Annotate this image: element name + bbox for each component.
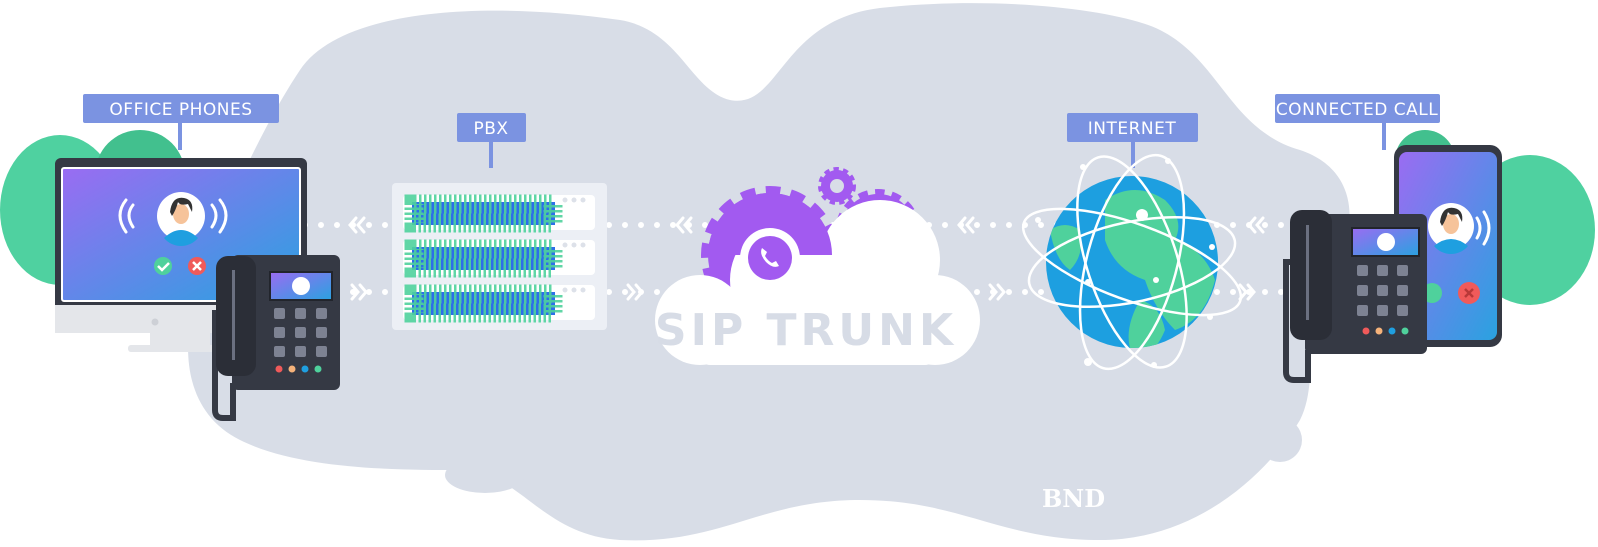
avatar-icon (1428, 203, 1474, 255)
globe-icon (1021, 153, 1243, 371)
phone-icon (761, 248, 779, 267)
desk-phone-right (1283, 210, 1427, 383)
x-icon (1464, 288, 1474, 298)
pbx-server (392, 183, 607, 330)
background-blob-bubble (1258, 418, 1302, 462)
background-blob-bubble (445, 457, 525, 493)
sip-trunk-label: SIP TRUNK (655, 305, 957, 356)
desk-phone-left (212, 255, 340, 421)
check-icon (157, 262, 170, 272)
svg-text:OFFICE PHONES: OFFICE PHONES (109, 100, 252, 120)
bnd-logo: BND (1042, 484, 1105, 513)
avatar-icon (292, 277, 310, 295)
x-icon (192, 261, 202, 271)
decline-call-button (188, 257, 206, 275)
sound-wave-icon (1475, 210, 1491, 246)
sound-wave-icon (118, 198, 228, 234)
avatar-icon (157, 192, 205, 247)
accept-call-button (154, 257, 172, 275)
svg-text:CONNECTED CALL: CONNECTED CALL (1276, 100, 1438, 120)
label-office-phones: OFFICE PHONES (83, 94, 279, 150)
avatar-icon (1377, 233, 1395, 251)
gear-icon (708, 193, 832, 288)
label-internet: INTERNET (1067, 113, 1198, 168)
decline-call-button (1458, 282, 1480, 304)
svg-text:PBX: PBX (473, 119, 508, 139)
label-connected-call: CONNECTED CALL (1275, 94, 1440, 150)
label-pbx: PBX (457, 113, 526, 168)
svg-text:INTERNET: INTERNET (1088, 119, 1177, 139)
